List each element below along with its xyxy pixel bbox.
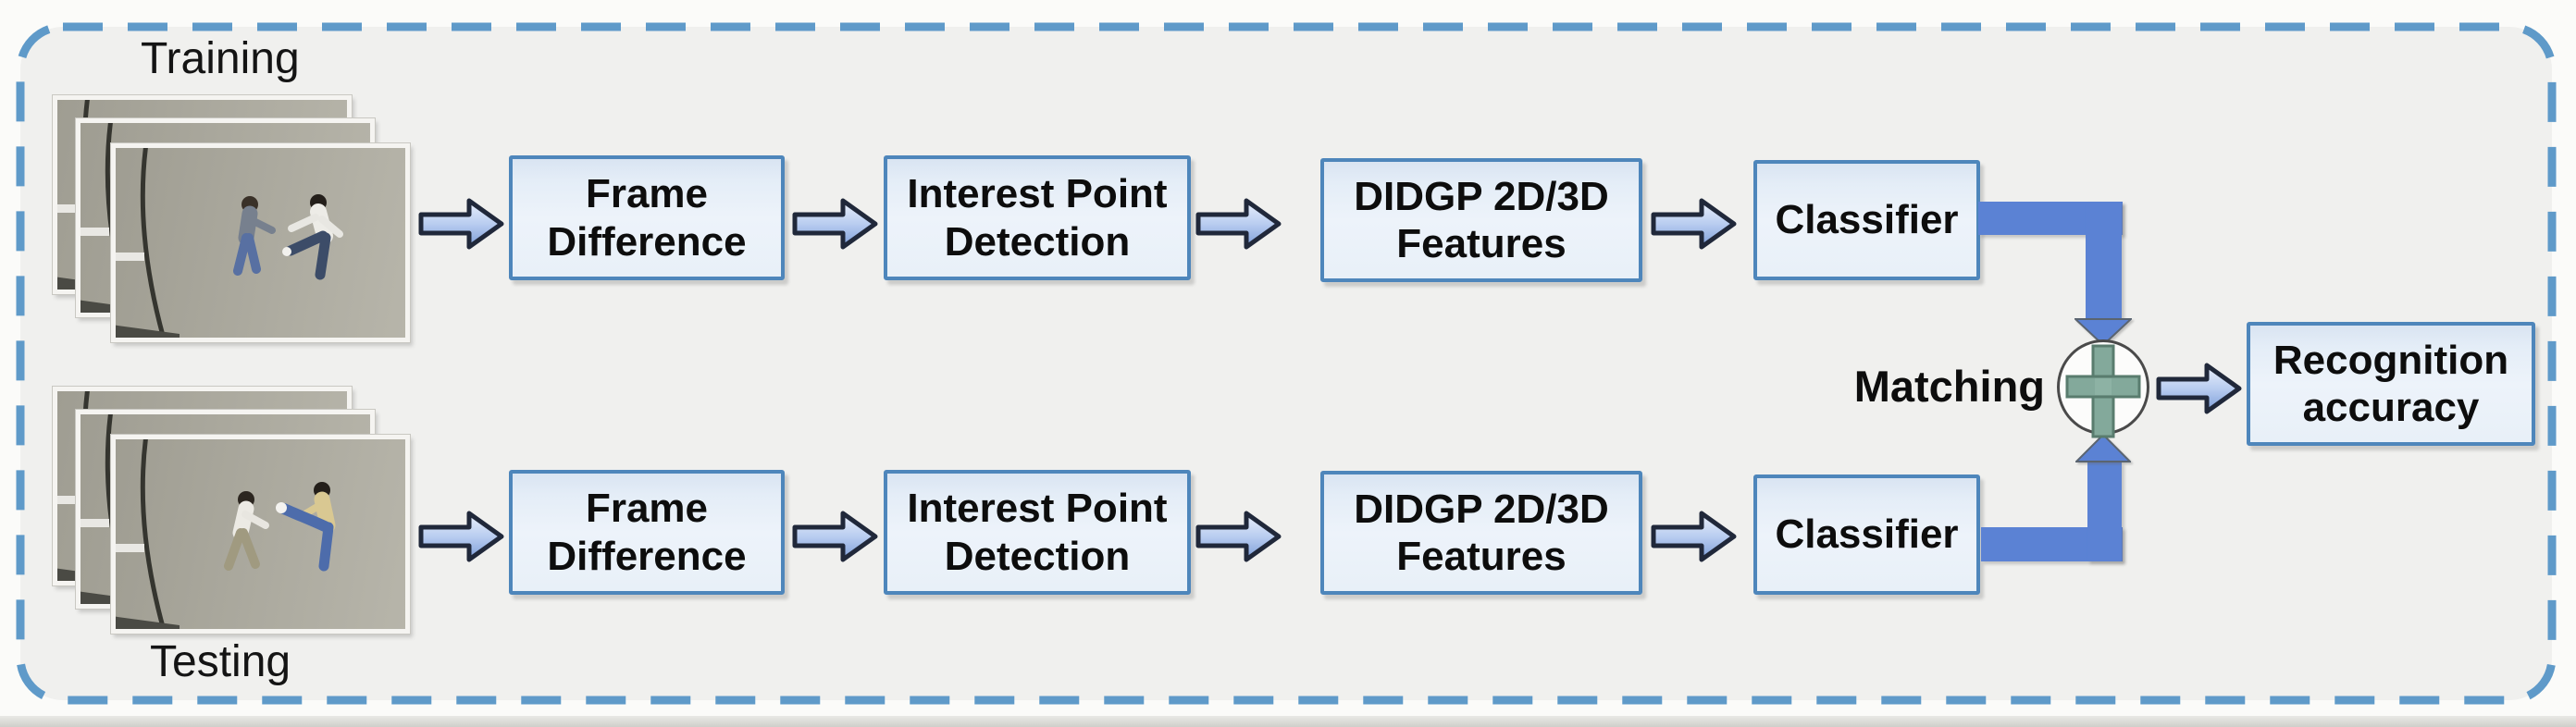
arrow-up-icon [2075,434,2131,462]
arrow-right-icon [1195,511,1282,562]
box-label-line: Interest Point [907,486,1168,532]
box-label-line: Classifier [1775,511,1959,558]
box-label-line: Classifier [1775,197,1959,243]
testing-frames-stack [53,387,410,634]
training-video-frame-front [111,143,410,342]
plus-icon [2065,344,2141,438]
arrow-right-icon [418,511,504,562]
didgp-features-box-training: DIDGP 2D/3D Features [1320,158,1642,282]
arrow-right-icon [1195,198,1282,250]
box-label-line: Detection [944,533,1131,579]
testing-video-frame-front [111,435,410,634]
punch-scene-image [116,148,343,338]
arrow-right-icon [792,198,878,250]
classifier-box-training: Classifier [1753,160,1980,280]
box-label-line: Recognition [2273,337,2509,383]
frame-difference-box-testing: Frame Difference [509,470,785,595]
training-label: Training [141,34,300,83]
arrow-right-icon [1651,511,1737,562]
interest-point-detection-box-testing: Interest Point Detection [884,470,1191,595]
arrow-right-icon [1651,198,1737,250]
box-label-line: Frame [585,486,709,532]
testing-label: Testing [150,637,291,686]
training-frames-stack [53,95,410,342]
box-label-line: Detection [944,218,1131,265]
connector-vertical-bar [2086,202,2122,320]
matching-label: Matching [1853,362,2045,411]
box-label-line: Frame [585,171,709,217]
interest-point-detection-box-training: Interest Point Detection [884,155,1191,280]
arrow-right-icon [418,198,504,250]
box-label-line: Features [1396,221,1567,266]
box-label-line: Features [1396,534,1567,579]
arrow-right-icon [2156,363,2242,414]
box-label-line: DIDGP 2D/3D [1354,486,1609,532]
box-label-line: Interest Point [907,171,1168,217]
box-label-line: Difference [547,533,747,579]
box-label-line: Difference [547,218,747,265]
recognition-accuracy-box: Recognition accuracy [2247,322,2535,446]
box-label-line: accuracy [2302,385,2480,430]
kick-scene-image [116,439,336,629]
connector-vertical-bar [2087,462,2122,561]
didgp-features-box-testing: DIDGP 2D/3D Features [1320,471,1642,595]
box-label-line: DIDGP 2D/3D [1354,173,1609,219]
bottom-edge-strip [0,716,2576,727]
arrow-right-icon [792,511,878,562]
frame-difference-box-training: Frame Difference [509,155,785,280]
arrow-down-icon [2074,318,2132,346]
classifier-box-testing: Classifier [1753,474,1980,595]
